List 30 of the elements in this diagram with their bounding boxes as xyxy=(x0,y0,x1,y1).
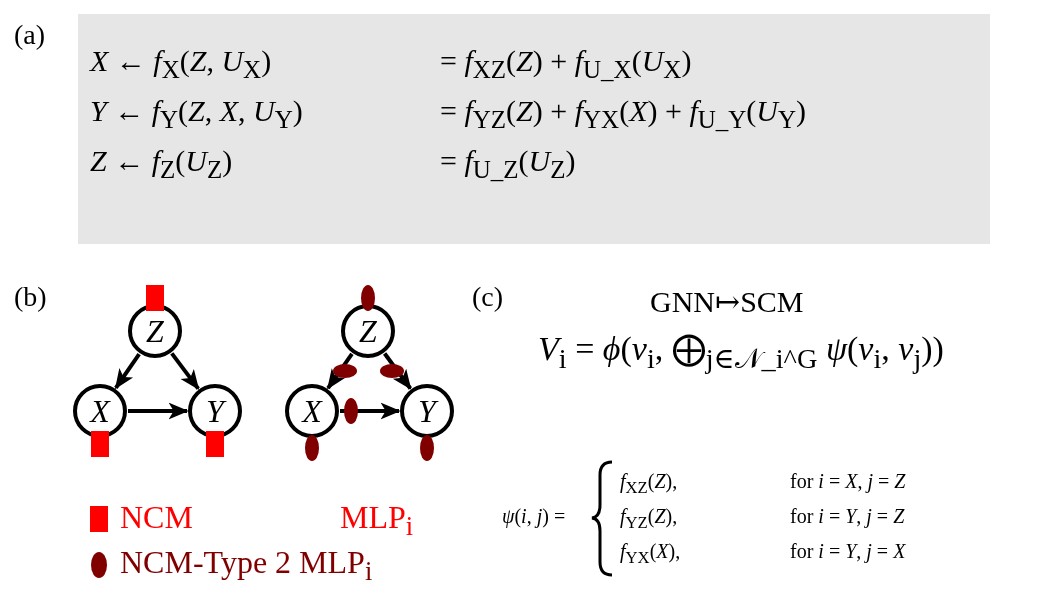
arrow xyxy=(383,352,412,390)
node-label: Z xyxy=(146,312,164,350)
equation: f$_{YZ}$(Z), xyxy=(620,505,678,533)
equation: f$_{XZ}$(Z), xyxy=(620,470,678,498)
equation: = f$_{XZ}$(Z) + f$_{U_X}$(U$_{X}$) xyxy=(440,44,692,84)
panel-label: (b) xyxy=(14,282,47,313)
equation: Y ← f$_{Y}$(Z, X, U$_{Y}$) xyxy=(90,94,303,134)
node-label: Z xyxy=(359,312,377,350)
arrow xyxy=(114,352,141,390)
node-label: X xyxy=(90,392,110,430)
equation: ψ(i, j) = xyxy=(502,505,566,527)
equation: V$_{i}$ = ϕ(v$_{i}$, ⨁$_{j∈𝒩_i^G}$ ψ(v$_{i}$, v$_{j}$)) xyxy=(538,330,944,374)
legend-text: MLP$_{i}$ xyxy=(340,500,414,542)
arrow xyxy=(170,352,200,390)
equation: = f$_{YZ}$(Z) + f$_{YX}$(X) + f$_{U_Y}$(U$_{Y}$) xyxy=(440,94,807,134)
legend-text: NCM-Type 2 MLP$_{i}$ xyxy=(120,545,373,587)
panel-label: (a) xyxy=(14,20,46,51)
node-label: X xyxy=(302,392,322,430)
equation: = f$_{U_Z}$(U$_{Z}$) xyxy=(440,144,576,184)
equation: for i = X, j = Z xyxy=(790,470,906,492)
arrow xyxy=(326,352,354,390)
equation: f$_{YX}$(X), xyxy=(620,540,681,568)
heading: GNN↦SCM xyxy=(650,285,804,318)
equation: for i = Y, j = Z xyxy=(790,505,905,527)
panel-label: (c) xyxy=(472,282,504,313)
equation: X ← f$_{X}$(Z, U$_{X}$) xyxy=(90,44,272,84)
equation: for i = Y, j = X xyxy=(790,540,906,562)
equation: Z ← f$_{Z}$(U$_{Z}$) xyxy=(90,144,233,184)
arrow xyxy=(340,402,401,420)
legend-text: NCM xyxy=(120,500,193,536)
